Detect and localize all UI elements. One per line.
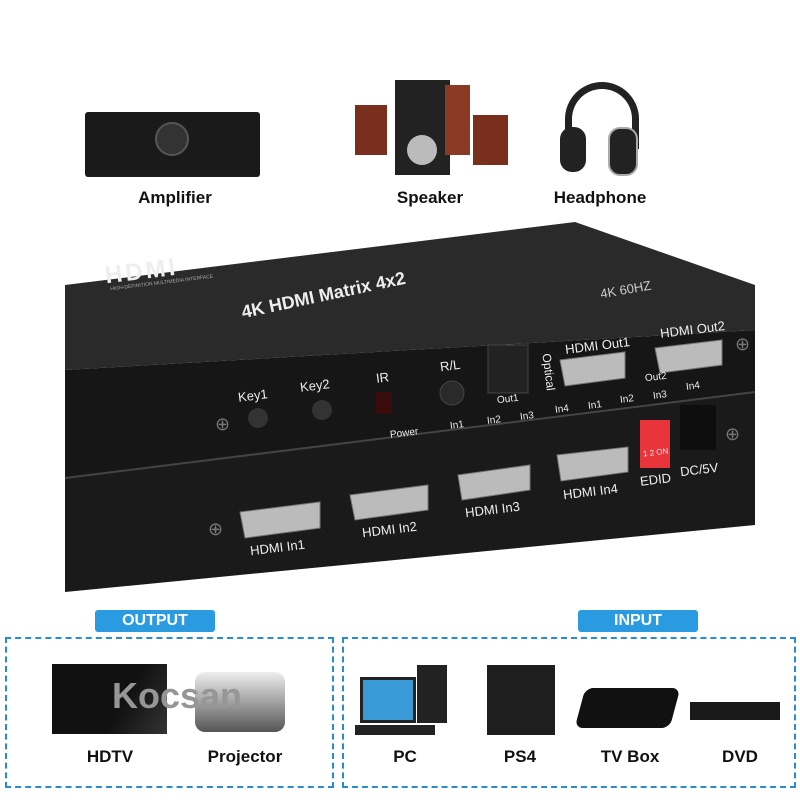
out2-in4-led: In4: [685, 380, 701, 393]
out1-in4-led: In4: [554, 403, 570, 416]
out2-in1-led: In1: [587, 399, 603, 412]
pc-label: PC: [393, 747, 417, 766]
tvbox-image: [574, 688, 681, 728]
dvd-image: [690, 702, 780, 720]
out1-in3-led: In3: [519, 410, 535, 423]
input-badge: INPUT: [578, 610, 698, 632]
output-box: [5, 637, 334, 788]
svg-text:⊕: ⊕: [735, 334, 750, 354]
hdtv-image: [52, 664, 167, 734]
headphone-label: Headphone: [553, 188, 647, 207]
output-badge: OUTPUT: [95, 610, 215, 632]
svg-text:⊕: ⊕: [215, 414, 230, 434]
projector-image: [195, 672, 285, 732]
tvbox-label: TV Box: [600, 747, 660, 766]
svg-text:⊕: ⊕: [725, 424, 740, 444]
pc-image: [355, 665, 465, 740]
ps4-label: PS4: [503, 747, 537, 766]
out2-in3-led: In3: [652, 389, 668, 402]
amplifier-image: [85, 112, 260, 177]
dvd-label: DVD: [722, 747, 758, 766]
rl-label: R/L: [439, 356, 462, 375]
projector-label: Projector: [207, 747, 283, 766]
svg-text:⊕: ⊕: [208, 519, 223, 539]
ps4-image: [487, 665, 555, 735]
input-box: [342, 637, 796, 788]
speaker-label: Speaker: [396, 188, 464, 207]
ir-label: IR: [375, 369, 390, 386]
amplifier-label: Amplifier: [138, 188, 212, 207]
out1-in1-led: In1: [449, 419, 465, 432]
speaker-image: [355, 80, 510, 180]
hdtv-label: HDTV: [86, 747, 134, 766]
watermark: Kocsan: [112, 675, 243, 716]
headphone-image: [560, 82, 639, 177]
out2-in2-led: In2: [619, 393, 635, 406]
out1-in2-led: In2: [486, 414, 502, 427]
